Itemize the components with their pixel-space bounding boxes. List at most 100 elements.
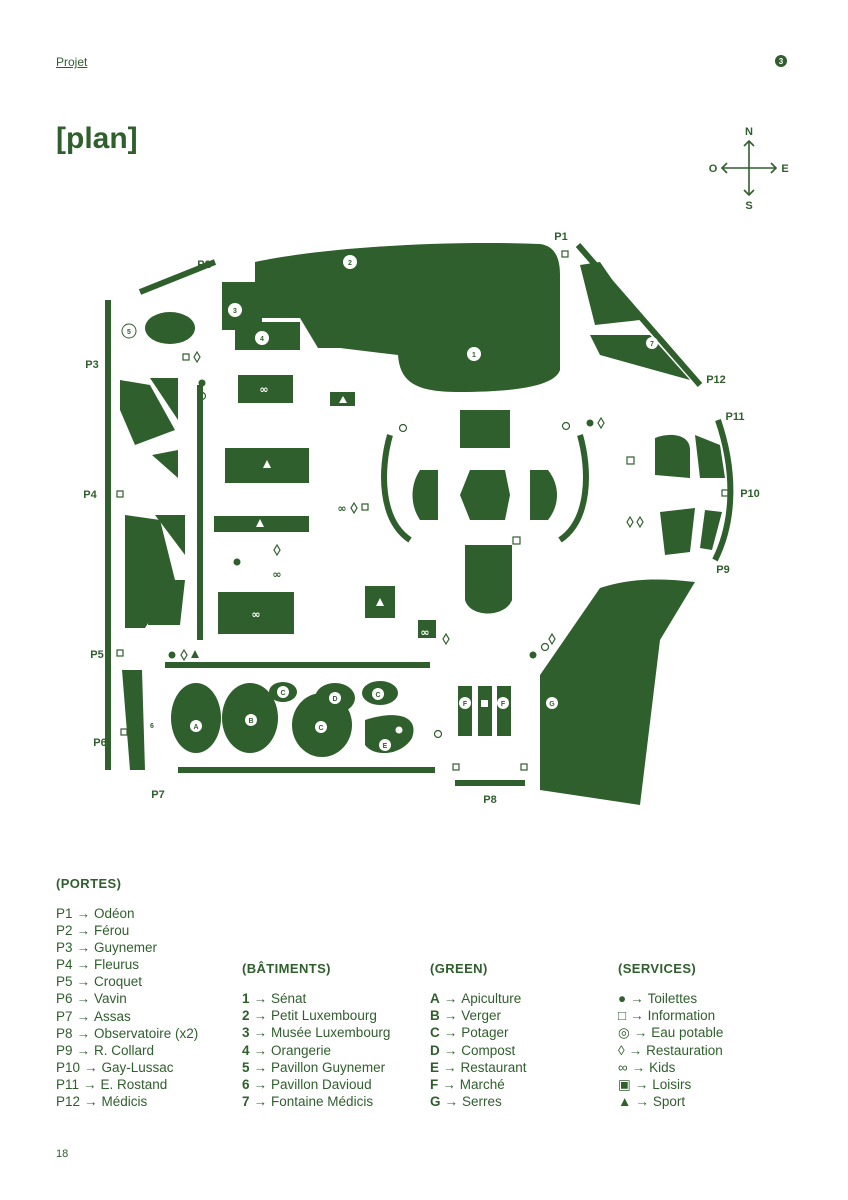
area-w-5 — [155, 515, 185, 555]
legend-label: Compost — [461, 1042, 516, 1058]
area-basin-s — [465, 545, 512, 614]
arrow-icon: → — [442, 1076, 456, 1092]
legend-label: Sénat — [271, 991, 307, 1006]
legend-item: 4→Orangerie — [242, 1042, 390, 1059]
gate-p2: P2 — [197, 259, 210, 271]
area-w-1 — [120, 380, 175, 445]
area-ne-1 — [580, 262, 640, 325]
legend-item: □→Information — [618, 1007, 723, 1024]
legend-item: P9→R. Collard — [56, 1042, 198, 1059]
gate-p3: P3 — [85, 359, 98, 371]
arrow-icon: → — [631, 1059, 646, 1075]
legend-label: Pavillon Davioud — [271, 1076, 372, 1092]
green-marker-d: D — [332, 696, 337, 703]
legend-item: P8→Observatoire (x2) — [56, 1025, 198, 1042]
legend-item: 1→Sénat — [242, 990, 390, 1007]
green-marker-c3: C — [375, 692, 380, 699]
sport-icon — [339, 396, 347, 403]
water-icon — [197, 391, 207, 401]
area-marche-1 — [458, 686, 472, 736]
area-senat — [255, 242, 560, 392]
area-w-6 — [148, 580, 185, 625]
legend-item: G→Serres — [430, 1093, 527, 1110]
area-kids-2 — [218, 592, 294, 634]
legend-item: ▣→Loisirs — [618, 1076, 723, 1093]
legend-label: Croquet — [94, 974, 143, 990]
gate-p11: P11 — [726, 411, 745, 423]
green-marker-g: G — [549, 701, 555, 708]
legend-code: A — [430, 991, 440, 1006]
water-icon — [398, 423, 408, 433]
loisirs-icon — [626, 456, 635, 465]
kids-icon: ∞ — [420, 626, 429, 639]
legend-code: P6 — [56, 991, 73, 1007]
legend-label: Guynemer — [94, 940, 158, 956]
arrow-icon: → — [628, 1042, 643, 1058]
kids-symbols: ∞ ∞ ∞ ∞ ∞ — [251, 383, 429, 639]
arrow-icon: → — [76, 940, 91, 956]
legend-item: 3→Musée Luxembourg — [242, 1024, 390, 1041]
building-marker-4: 4 — [260, 336, 264, 343]
legend-label: Information — [647, 1008, 716, 1024]
arrow-icon: → — [84, 1059, 98, 1075]
legend-item: P11→E. Rostand — [56, 1076, 198, 1093]
legend-code: 4 — [242, 1042, 250, 1058]
arrow-icon: → — [253, 1008, 268, 1024]
area-serres — [540, 579, 695, 805]
legend-label: Petit Luxembourg — [271, 1008, 377, 1024]
arrow-icon: → — [635, 1094, 649, 1110]
legend-label: Gay-Lussac — [101, 1059, 174, 1075]
legend-label: Toilettes — [647, 991, 698, 1006]
arrow-icon: → — [253, 1094, 268, 1110]
legend-label: Assas — [94, 1008, 131, 1024]
restauration-icon — [180, 648, 188, 662]
legend-label: Marché — [459, 1076, 505, 1092]
area-e-4 — [700, 510, 722, 550]
service-symbols — [116, 250, 729, 771]
kids-icon: ∞ — [272, 568, 281, 581]
restauration-icon — [273, 543, 281, 557]
legend-label: Potager — [461, 1025, 509, 1041]
legend-item: D→Compost — [430, 1042, 527, 1059]
legend-item: P1→Odéon — [56, 905, 198, 922]
area-basin-n — [460, 410, 510, 448]
legend-label: Kids — [649, 1059, 676, 1075]
arrow-icon: → — [76, 974, 91, 990]
legend-label: Pavillon Guynemer — [271, 1059, 386, 1075]
arrow-icon: → — [76, 906, 91, 921]
legend-label: Férou — [94, 923, 130, 939]
arrow-icon: → — [76, 1008, 91, 1024]
legend-item: C→Potager — [430, 1024, 527, 1041]
info-icon — [561, 250, 569, 258]
building-marker-7: 7 — [650, 341, 654, 348]
legend-code: 3 — [242, 1025, 250, 1041]
section-link-projet[interactable]: Projet — [56, 55, 88, 69]
legend-code: P12 — [56, 1094, 81, 1110]
gate-p8: P8 — [483, 794, 496, 806]
legend-code: ◊ — [618, 1042, 625, 1058]
green-marker-c1: C — [280, 690, 285, 697]
legend-item: F→Marché — [430, 1076, 527, 1093]
arrow-icon: → — [76, 1042, 91, 1058]
area-pavillon-guynemer — [145, 312, 195, 344]
building-marker-2: 2 — [348, 260, 352, 267]
legend-item: P12→Médicis — [56, 1093, 198, 1110]
legend-label: Observatoire (x2) — [94, 1025, 199, 1041]
legend-item: 6→Pavillon Davioud — [242, 1076, 390, 1093]
legend-code: 1 — [242, 991, 250, 1006]
arrow-icon: → — [634, 1076, 649, 1092]
legend-code: P1 — [56, 906, 73, 921]
legend-portes-heading: (PORTES) — [56, 876, 122, 891]
legend-item: ●→Toilettes — [618, 990, 723, 1007]
legend-label: Vavin — [94, 991, 127, 1007]
legend-code: ◎ — [618, 1025, 630, 1041]
legend-label: E. Rostand — [100, 1076, 168, 1092]
restauration-icon — [636, 515, 644, 529]
area-apiculture — [171, 683, 221, 753]
legend-label: Apiculture — [461, 991, 522, 1006]
arrow-icon: → — [443, 991, 458, 1006]
